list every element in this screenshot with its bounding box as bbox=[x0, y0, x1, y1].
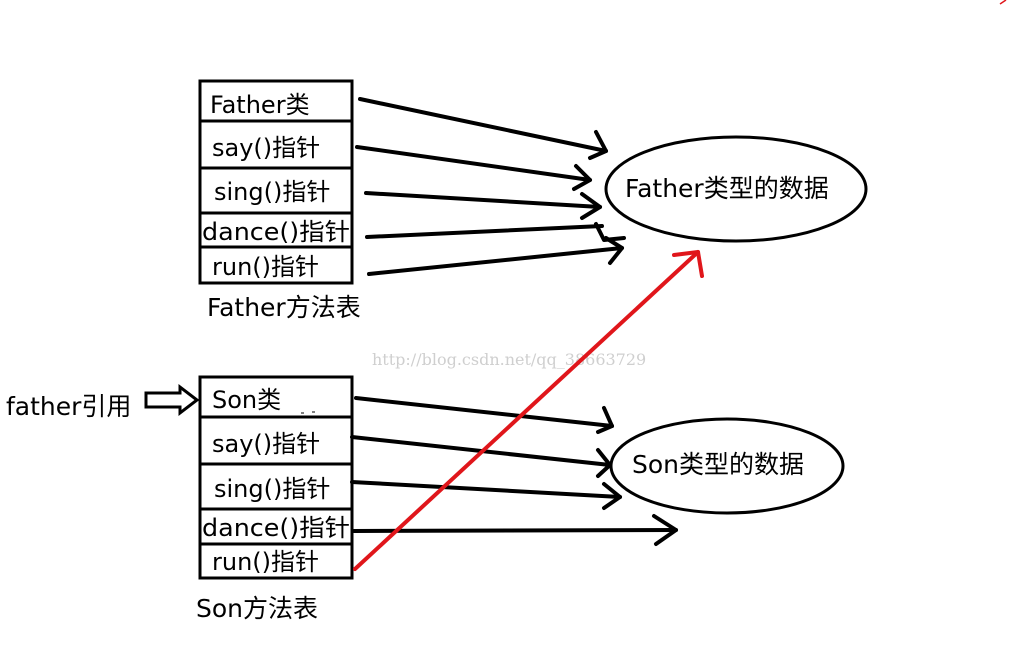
son-data-label: Son类型的数据 bbox=[632, 450, 804, 479]
father-table-row-say: say()指针 bbox=[212, 134, 320, 162]
corner-mark bbox=[999, 0, 1007, 5]
son-table-row-dance: dance()指针 bbox=[202, 514, 350, 542]
arrow-father-dance bbox=[365, 222, 626, 242]
father-reference-label: father引用 bbox=[6, 392, 131, 421]
son-table-row-say: say()指针 bbox=[212, 430, 320, 458]
father-table-row-run: run()指针 bbox=[212, 253, 319, 281]
son-table-outline bbox=[198, 375, 354, 580]
father-table-outline bbox=[198, 79, 354, 285]
son-table-row-class: Son类 bbox=[212, 386, 281, 414]
arrow-son-sing bbox=[350, 480, 622, 510]
father-data-oval bbox=[604, 135, 868, 243]
arrow-father-class bbox=[358, 97, 608, 160]
father-pointer-arrows bbox=[355, 97, 626, 276]
son-pointer-arrows bbox=[350, 396, 678, 546]
father-table-row-class: Father类 bbox=[210, 91, 310, 119]
arrow-son-say bbox=[350, 435, 612, 478]
arrow-son-class bbox=[354, 396, 614, 434]
son-method-table bbox=[198, 375, 354, 580]
son-table-row-sing: sing()指针 bbox=[214, 475, 330, 503]
arrow-son-dance bbox=[352, 514, 678, 546]
stray-marks bbox=[301, 411, 315, 414]
son-table-row-run: run()指针 bbox=[212, 548, 319, 576]
arrow-father-say bbox=[355, 145, 592, 191]
father-table-caption: Father方法表 bbox=[207, 293, 361, 322]
arrow-father-sing bbox=[364, 191, 602, 220]
father-method-table bbox=[198, 79, 354, 285]
watermark: http://blog.csdn.net/qq_38663729 bbox=[372, 350, 646, 369]
father-table-row-dance: dance()指针 bbox=[202, 218, 350, 246]
arrow-father-run bbox=[367, 236, 624, 276]
father-data-label: Father类型的数据 bbox=[625, 174, 829, 203]
son-run-to-father-data-arrow bbox=[353, 250, 704, 571]
son-table-caption: Son方法表 bbox=[196, 594, 318, 623]
father-table-row-sing: sing()指针 bbox=[214, 178, 330, 206]
reference-hollow-arrow bbox=[144, 383, 200, 417]
